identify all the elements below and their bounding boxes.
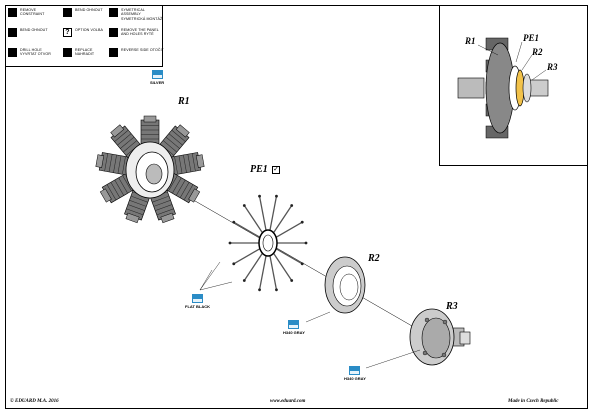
symbol-legend: REMOVE CONSTRAINT BEND OHNOUT SYMETRICAL… <box>5 5 164 67</box>
color-chip-icon <box>349 366 361 375</box>
wire-end <box>228 241 232 245</box>
wire-end <box>258 288 261 292</box>
symmetrical-assembly-icon <box>109 8 118 17</box>
ignition-wire <box>272 252 293 281</box>
option-icon: ? <box>63 28 72 37</box>
color-chip-icon <box>151 70 163 79</box>
footer-origin: Made in Czech Republic <box>508 399 559 404</box>
instruction-sheet-frame <box>5 5 588 409</box>
part-label-r3: R3 <box>446 301 458 312</box>
pe1-check-box: ✓ <box>272 166 280 174</box>
wire-end <box>290 204 294 207</box>
inset-label-r3: R3 <box>547 62 558 72</box>
part-label-r1: R1 <box>178 96 190 107</box>
color-callout-silver: SILVER <box>150 70 164 85</box>
drill-hole-icon <box>8 48 17 57</box>
engine-cylinder <box>95 152 135 177</box>
replace-icon <box>63 48 72 57</box>
color-chip-icon <box>192 294 204 303</box>
ignition-wire <box>243 252 264 281</box>
color-chip-icon <box>288 320 300 329</box>
wire-end <box>275 288 278 292</box>
wire-end <box>242 279 246 282</box>
remove-constraint-icon <box>8 8 17 17</box>
wire-end <box>275 194 278 198</box>
inset-label-r1: R1 <box>465 36 476 46</box>
ignition-wire <box>274 221 303 239</box>
ignition-wire <box>269 254 278 290</box>
footer-copyright: © EDUARD M.A. 2016 <box>10 399 59 404</box>
wire-end <box>258 194 261 198</box>
reverse-side-icon <box>109 48 118 57</box>
assembly-axis-line <box>149 174 446 346</box>
color-callout-flat-black: FLAT BLACK <box>185 294 210 309</box>
wire-end <box>304 241 308 245</box>
wire-end <box>290 279 294 282</box>
wire-end <box>242 204 246 207</box>
ignition-wire <box>233 221 262 239</box>
ignition-wire <box>274 247 303 265</box>
remove-paint-icon <box>109 28 118 37</box>
ignition-wire <box>272 205 293 234</box>
ignition-wire <box>233 247 262 265</box>
wire-end <box>300 220 304 224</box>
ignition-wire <box>258 196 267 232</box>
wire-end <box>232 220 236 224</box>
part-label-pe1: PE1 <box>250 164 268 175</box>
color-callout-gray-r2: H340 GRAY <box>283 320 305 335</box>
radial-engine-r1 <box>95 115 205 224</box>
color-callout-gray-r3: H340 GRAY <box>344 366 366 381</box>
assembled-detail-inset <box>439 5 588 166</box>
ignition-wire <box>258 254 267 290</box>
inset-label-pe1: PE1 <box>523 33 540 43</box>
wire-end <box>232 262 236 266</box>
gearbox-hub-r3 <box>409 308 471 366</box>
inset-assembled-engine <box>457 37 549 139</box>
bend-bent-icon <box>8 28 17 37</box>
wiring-harness-pe1 <box>228 194 308 292</box>
ignition-wire <box>243 205 264 234</box>
part-label-r2: R2 <box>368 253 380 264</box>
inset-label-r2: R2 <box>532 47 543 57</box>
ignition-wire <box>269 196 278 232</box>
front-ring-r2 <box>324 256 366 314</box>
bend-icon <box>63 8 72 17</box>
wire-end <box>300 262 304 266</box>
footer-website: www.eduard.com <box>270 399 306 404</box>
